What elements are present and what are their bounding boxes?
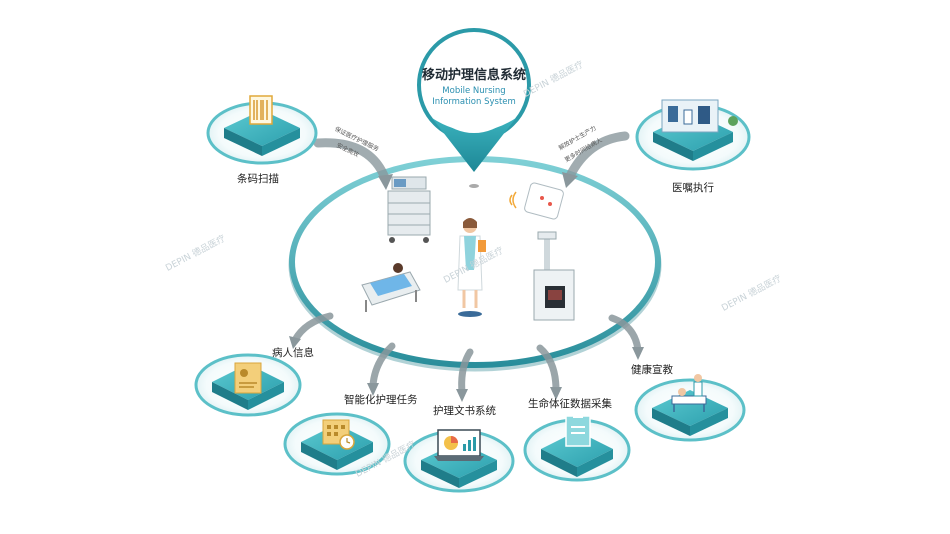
nurse-figure bbox=[457, 218, 486, 317]
center-title: 移动护理信息系统 bbox=[421, 68, 526, 83]
arrows-out bbox=[291, 312, 642, 396]
node-patient-info bbox=[194, 353, 302, 417]
center-subtitle-line1: Mobile Nursing bbox=[442, 86, 506, 96]
bed-patient-icon bbox=[671, 374, 707, 412]
node-barcode bbox=[206, 95, 318, 165]
label-patient-info: 病人信息 bbox=[272, 347, 314, 359]
label-orders: 医嘱执行 bbox=[672, 182, 714, 194]
label-barcode: 条码扫描 bbox=[237, 173, 279, 185]
laptop-chart-icon bbox=[434, 429, 484, 461]
center-subtitle-line2: Information System bbox=[432, 97, 516, 107]
label-smart-tasks: 智能化护理任务 bbox=[344, 394, 418, 406]
arrow-heads-out bbox=[289, 336, 644, 402]
arrow-barcode-in bbox=[313, 138, 393, 190]
patient-card-icon bbox=[234, 362, 262, 394]
vital-sign-kiosk-icon bbox=[533, 231, 575, 321]
label-nursing-docs: 护理文书系统 bbox=[433, 405, 496, 417]
center-pin bbox=[417, 28, 531, 188]
label-vital-signs: 生命体征数据采集 bbox=[528, 398, 612, 410]
arrow-orders-in bbox=[562, 131, 630, 188]
node-vital-signs bbox=[523, 413, 631, 482]
hospital-bed-icon bbox=[361, 263, 421, 312]
node-smart-tasks bbox=[283, 412, 391, 476]
node-orders bbox=[635, 99, 751, 171]
clipboard-icon bbox=[565, 413, 591, 447]
ward-scene-icon bbox=[661, 99, 738, 133]
calendar-clock-icon bbox=[322, 419, 355, 450]
node-nursing-docs bbox=[403, 429, 515, 493]
medication-cart-icon bbox=[387, 176, 431, 243]
mobile-device-icon bbox=[509, 182, 564, 220]
label-health-edu: 健康宣教 bbox=[631, 364, 673, 376]
node-health-edu bbox=[634, 374, 746, 442]
